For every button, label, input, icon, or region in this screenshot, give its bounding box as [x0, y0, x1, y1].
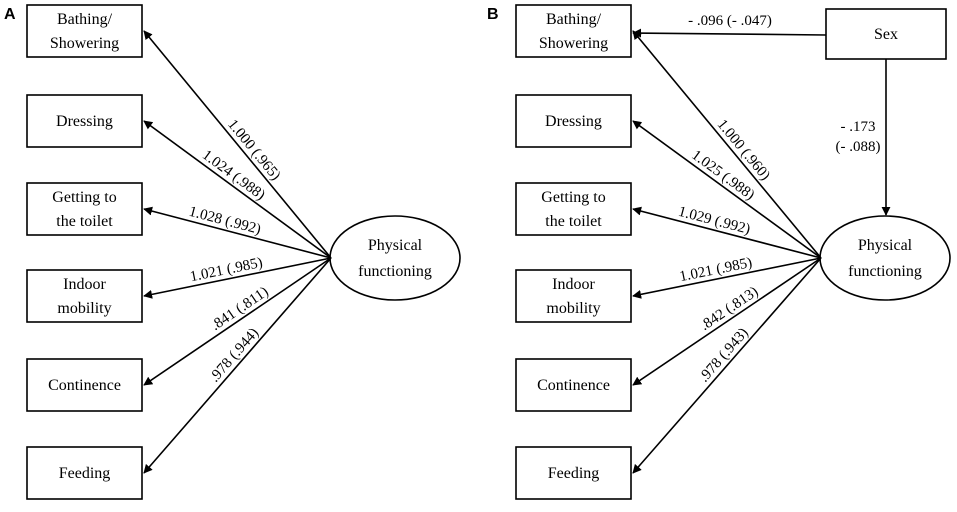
indicator-label: Showering	[539, 35, 608, 52]
sex-bathing-coefficient: - .096 (- .047)	[688, 13, 772, 29]
indicator-label: Getting to	[541, 189, 605, 206]
loading-coefficient: .978 (.943)	[696, 325, 752, 385]
loading-arrow	[143, 30, 332, 259]
indicator-label: Feeding	[59, 465, 111, 482]
loading-coefficient: 1.021 (.985)	[678, 255, 753, 285]
indicator-box	[26, 182, 143, 236]
indicator-label: Showering	[50, 35, 119, 52]
indicator-box	[515, 94, 632, 148]
latent-ellipse	[819, 215, 951, 301]
loading-coefficient: 1.029 (.992)	[677, 204, 752, 238]
indicator-label: Dressing	[545, 113, 602, 130]
indicator-box	[515, 269, 632, 323]
loading-coefficient: .978 (.944)	[207, 325, 263, 385]
indicator-label: Bathing/	[546, 11, 602, 28]
loading-coefficient: .842 (.813)	[698, 284, 762, 334]
latent-label: functioning	[358, 263, 432, 280]
loading-arrow	[632, 30, 822, 259]
indicator-label: the toilet	[545, 213, 602, 230]
loading-arrow	[143, 257, 332, 386]
indicator-box	[515, 358, 632, 412]
loading-arrow	[632, 257, 822, 386]
indicator-label: mobility	[546, 300, 600, 317]
indicator-box	[515, 4, 632, 58]
sex-label: Sex	[874, 26, 898, 43]
indicator-label: Dressing	[56, 113, 113, 130]
indicator-box	[26, 358, 143, 412]
loading-coefficient: 1.021 (.985)	[189, 255, 264, 285]
indicator-box	[26, 269, 143, 323]
loading-arrow	[143, 257, 332, 299]
indicator-label: Feeding	[548, 465, 600, 482]
sex-latent-coefficient: (- .088)	[836, 139, 881, 155]
latent-label: Physical	[368, 237, 423, 254]
panel-a: A Physical functioning Bathing/Showering 1.0…	[4, 4, 461, 500]
loading-arrow	[143, 120, 332, 259]
indicator-label: Indoor	[552, 276, 595, 293]
indicator-label: Indoor	[63, 276, 106, 293]
latent-label: functioning	[848, 263, 922, 280]
panel-label: A	[4, 6, 16, 23]
loading-arrow	[632, 120, 822, 259]
latent-label: Physical	[858, 237, 913, 254]
loading-arrow	[143, 206, 332, 259]
sex-box	[825, 8, 947, 60]
indicator-label: Bathing/	[57, 11, 113, 28]
panel-b: B Physical functioning Bathing/Showering 1.0…	[487, 4, 951, 500]
indicator-label: the toilet	[56, 213, 113, 230]
indicator-label: Getting to	[52, 189, 116, 206]
loading-arrow	[632, 206, 822, 259]
indicator-box	[26, 94, 143, 148]
indicator-label: Continence	[537, 377, 610, 394]
indicator-box	[515, 446, 632, 500]
panel-label: B	[487, 6, 499, 23]
indicator-box	[26, 4, 143, 58]
sex-latent-coefficient: - .173	[841, 119, 876, 135]
loading-arrow	[632, 257, 822, 474]
loading-coefficient: 1.028 (.992)	[187, 204, 262, 238]
indicator-label: mobility	[57, 300, 111, 317]
indicator-box	[515, 182, 632, 236]
loading-arrow	[632, 257, 822, 299]
latent-ellipse	[329, 215, 461, 301]
indicator-box	[26, 446, 143, 500]
sex-to-bathing-arrow	[632, 28, 827, 38]
loading-coefficient: .841 (.811)	[208, 284, 271, 334]
indicator-label: Continence	[48, 377, 121, 394]
loading-arrow	[143, 257, 332, 474]
